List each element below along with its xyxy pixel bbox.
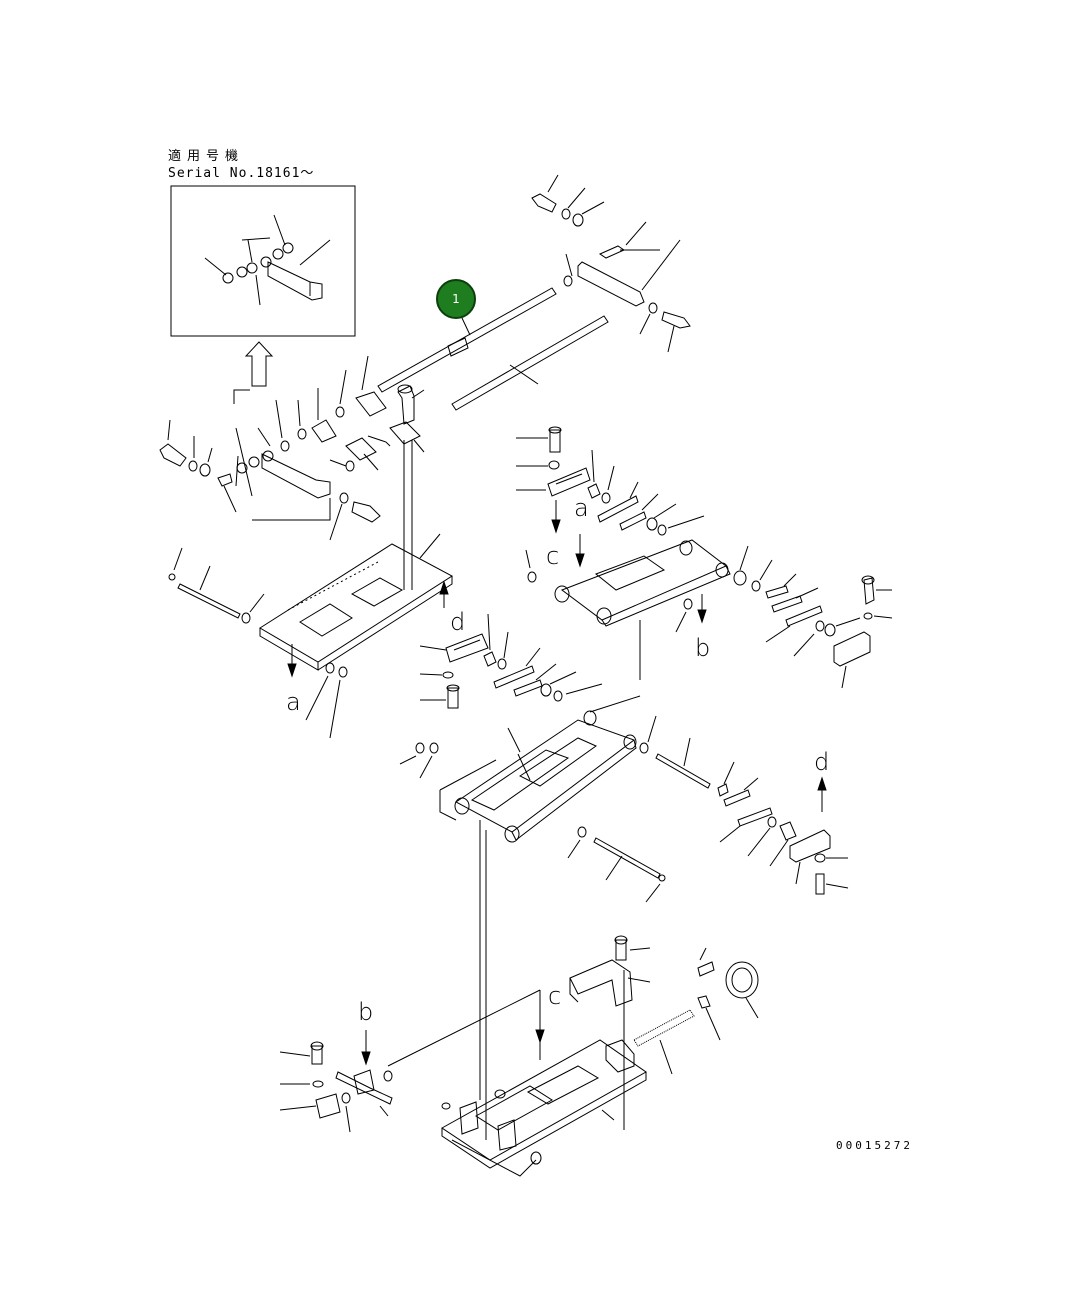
drawing-number: 00015272 — [836, 1139, 913, 1152]
upper-base-plate — [168, 533, 453, 739]
serial-number-label: Serial No.18161～ — [168, 166, 315, 181]
top-linkage-assembly — [159, 174, 691, 541]
ref-letter-c-bottom: c — [548, 982, 562, 1010]
middle-slide-pad — [419, 613, 603, 709]
ref-letter-b-right: b — [695, 634, 711, 662]
ref-letter-d-middle: d — [450, 608, 466, 636]
ref-letter-a-lower: a — [286, 688, 301, 716]
serial-inset-box — [170, 185, 356, 337]
part-callout-marker[interactable]: 1 — [436, 279, 476, 319]
callout-number: 1 — [452, 292, 460, 306]
applicable-serial-title: 適用号機 — [168, 149, 245, 164]
lower-arm-frame — [399, 695, 849, 903]
ref-letter-c-upper: c — [546, 542, 560, 570]
ref-letter-d-right: d — [814, 748, 830, 776]
inset-pointer-arrow — [233, 341, 274, 404]
ref-letter-b-bottom: b — [358, 998, 374, 1026]
assembly-guide-lines — [387, 440, 641, 1140]
ref-letter-a-upper: a — [574, 494, 589, 522]
bottom-base-plate — [279, 935, 759, 1177]
right-upper-arm-assembly — [516, 426, 893, 689]
